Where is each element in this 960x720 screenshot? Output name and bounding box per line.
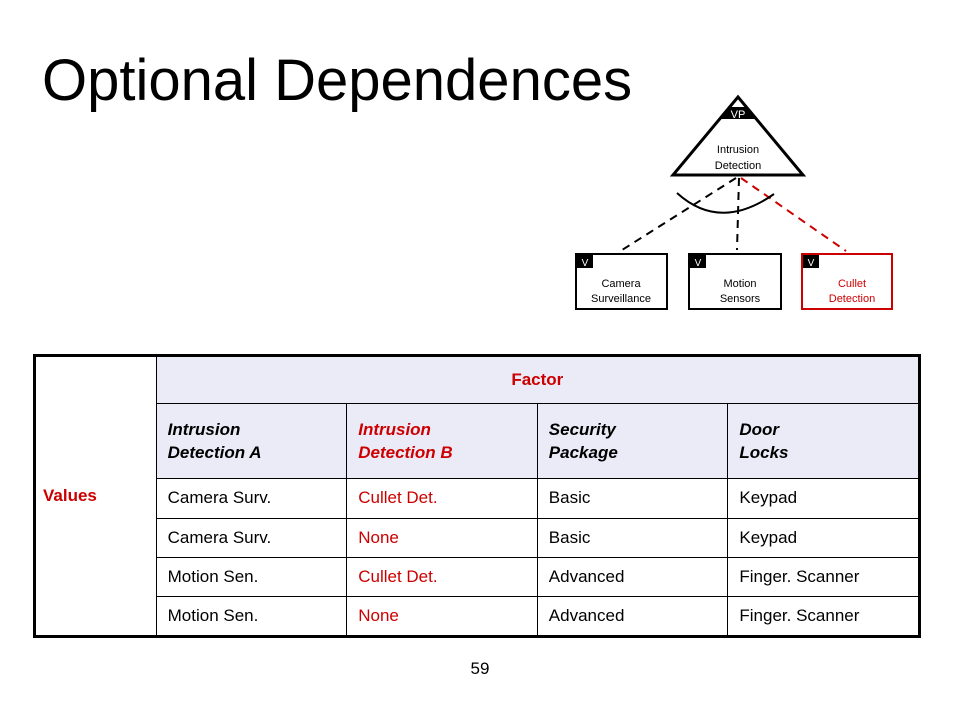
table-cell: Basic [536,478,729,519]
variant-tag: V [808,258,815,269]
table-cell: Cullet Det. [346,478,538,519]
variant-tag: V [695,258,702,269]
variant-tag-badge [690,255,706,268]
variant-label-line1: Camera [601,278,641,290]
vp-label-line2: Detection [715,160,761,172]
table-row: Camera Surv. Cullet Det. Basic Keypad [35,478,920,519]
variability-diagram: VP Intrusion Detection V Camera Surveill… [575,94,893,310]
table-cell: Camera Surv. [155,517,348,558]
table-cell: Basic [536,517,729,558]
table-cell: Cullet Det. [346,556,538,597]
table-cell: Keypad [727,517,920,558]
variant-tag-badge [803,255,819,268]
factor-header: Factor [155,354,921,405]
table-cell: Keypad [727,478,920,519]
variant-label-line2: Sensors [720,293,761,305]
variant-label-line2: Surveillance [591,293,651,305]
dependency-line-camera [621,177,737,251]
table-cell: Advanced [536,595,729,638]
alternative-arc [676,192,775,214]
variant-cullet-detection: V Cullet Detection [801,253,893,310]
table-cell: Finger. Scanner [727,556,920,597]
table-cell: None [346,517,538,558]
table-cell: Camera Surv. [155,478,348,519]
table-cell: Advanced [536,556,729,597]
table-row: Motion Sen. None Advanced Finger. Scanne… [35,595,920,638]
variant-label-line1: Motion [723,278,756,290]
variant-camera-surveillance: V Camera Surveillance [575,253,668,310]
table-cell: Motion Sen. [155,556,348,597]
variant-label-line1: Cullet [838,278,866,290]
table-cell: Motion Sen. [155,595,348,638]
table-row: Motion Sen. Cullet Det. Advanced Finger.… [35,556,920,597]
variant-label-line2: Detection [829,293,875,305]
values-label: Values [34,355,157,637]
table-cell: Finger. Scanner [727,595,920,638]
slide-title: Optional Dependences [42,48,633,113]
vp-tag: VP [731,109,746,121]
variant-tag-badge [577,255,593,268]
variation-point: VP Intrusion Detection [669,94,807,177]
dependency-line-cullet [740,177,847,252]
variant-tag: V [582,258,589,269]
dependency-line-motion [736,177,740,251]
table-cell: None [346,595,538,638]
vp-label-line1: Intrusion [717,144,759,156]
vp-tag-badge [720,107,756,119]
page-number: 59 [470,659,490,678]
variant-motion-sensors: V Motion Sensors [688,253,782,310]
table-row: Camera Surv. None Basic Keypad [35,517,920,558]
